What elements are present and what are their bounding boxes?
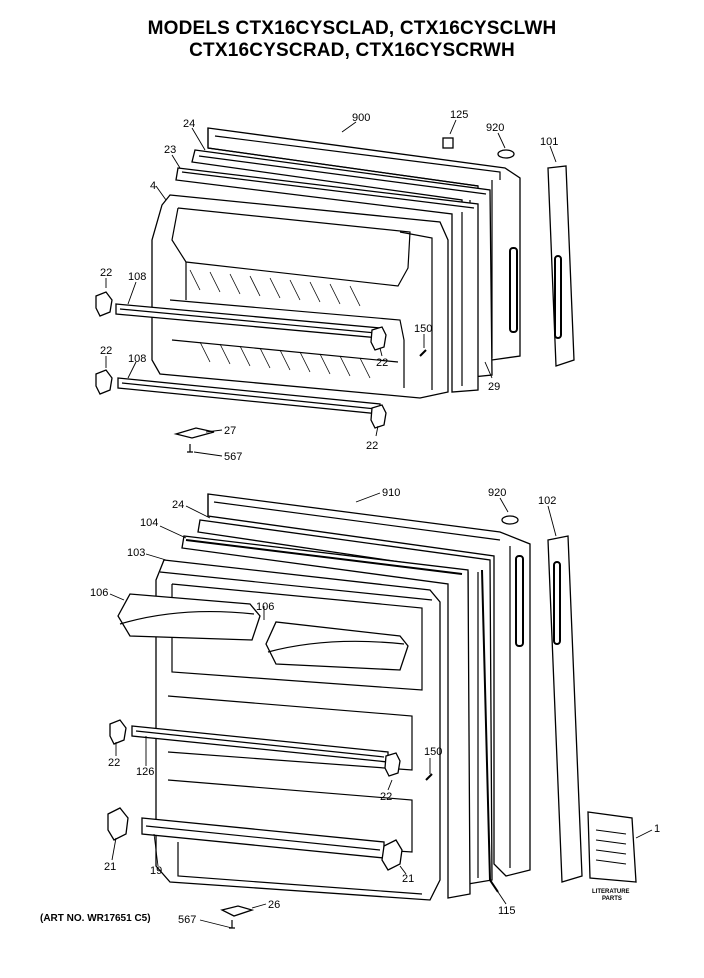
bar-end-cap-22 (95, 291, 387, 429)
callout-108-a: 108 (128, 271, 146, 283)
door-bin-106-right (265, 621, 409, 671)
hinge-rod-115 (481, 569, 499, 893)
literature-parts-booklet (587, 811, 637, 883)
bar-end-cap-21-left (107, 807, 129, 841)
bar-end-cap-22-lower-right (384, 752, 401, 777)
callout-125: 125 (450, 109, 468, 121)
callout-22-lower-a: 22 (108, 757, 120, 769)
plug-920-upper (497, 149, 515, 159)
diagram-title-line-2: CTX16CYSCRAD, CTX16CYSCRWH (189, 40, 515, 61)
screw-150-lower (425, 773, 433, 781)
screw-567-lower (229, 920, 235, 929)
callout-106-a: 106 (90, 587, 108, 599)
callout-22-d: 22 (366, 440, 378, 452)
callout-567-upper: 567 (224, 451, 242, 463)
callout-22-c: 22 (100, 345, 112, 357)
literature-label-line-1: LITERATURE (592, 889, 630, 895)
callout-920: 920 (486, 122, 504, 134)
callout-labels-upper: 900 125 920 101 24 23 4 22 108 150 22 22… (100, 109, 558, 463)
callout-21-b: 21 (402, 873, 414, 885)
breaker-strip-104 (181, 535, 471, 899)
callout-19: 19 (150, 865, 162, 877)
callout-150-lower: 150 (424, 746, 442, 758)
callout-910: 910 (382, 487, 400, 499)
plug-920-lower (501, 515, 519, 525)
callout-900: 900 (352, 112, 370, 124)
callout-27: 27 (224, 425, 236, 437)
callout-150-upper: 150 (414, 323, 432, 335)
handle-trim-102 (547, 535, 583, 883)
screw-150-upper (419, 349, 427, 357)
callout-126: 126 (136, 766, 154, 778)
freezer-door-assembly (95, 119, 575, 457)
callout-21-a: 21 (104, 861, 116, 873)
callout-101: 101 (540, 136, 558, 148)
callout-22-b: 22 (376, 357, 388, 369)
bracket-27 (173, 427, 215, 439)
door-panel-910 (207, 493, 531, 877)
callout-labels-lower: 910 920 102 24 104 103 106 106 22 126 15… (90, 487, 660, 926)
cap-125 (442, 137, 454, 149)
callout-22-lower-b: 22 (380, 791, 392, 803)
art-number: (ART NO. WR17651 C5) (40, 913, 151, 924)
callout-115: 115 (498, 905, 516, 917)
bar-end-cap-21-right (381, 839, 403, 871)
inner-door-liner-4 (151, 194, 449, 399)
fresh-food-door-assembly (107, 492, 653, 929)
diagram-title-line-1: MODELS CTX16CYSCLAD, CTX16CYSCLWH (147, 18, 557, 39)
callout-102: 102 (538, 495, 556, 507)
screw-567-upper (187, 444, 193, 453)
callout-1: 1 (654, 823, 660, 835)
callout-104: 104 (140, 517, 158, 529)
handle-trim-101 (547, 165, 575, 367)
callout-108-b: 108 (128, 353, 146, 365)
callout-23: 23 (164, 144, 176, 156)
callout-24-lower: 24 (172, 499, 184, 511)
callout-920-lower: 920 (488, 487, 506, 499)
callout-106-b: 106 (256, 601, 274, 613)
frame-23 (175, 167, 479, 393)
bracket-26 (220, 905, 255, 917)
bar-end-cap-22-lower-left (109, 719, 127, 745)
callout-567-lower: 567 (178, 914, 196, 926)
callout-26: 26 (268, 899, 280, 911)
door-bin-106-left (117, 593, 261, 641)
callout-24: 24 (183, 118, 195, 130)
literature-label-line-2: PARTS (602, 896, 622, 902)
callout-22-a: 22 (100, 267, 112, 279)
callout-103: 103 (127, 547, 145, 559)
callout-29: 29 (488, 381, 500, 393)
callout-4: 4 (150, 180, 156, 192)
